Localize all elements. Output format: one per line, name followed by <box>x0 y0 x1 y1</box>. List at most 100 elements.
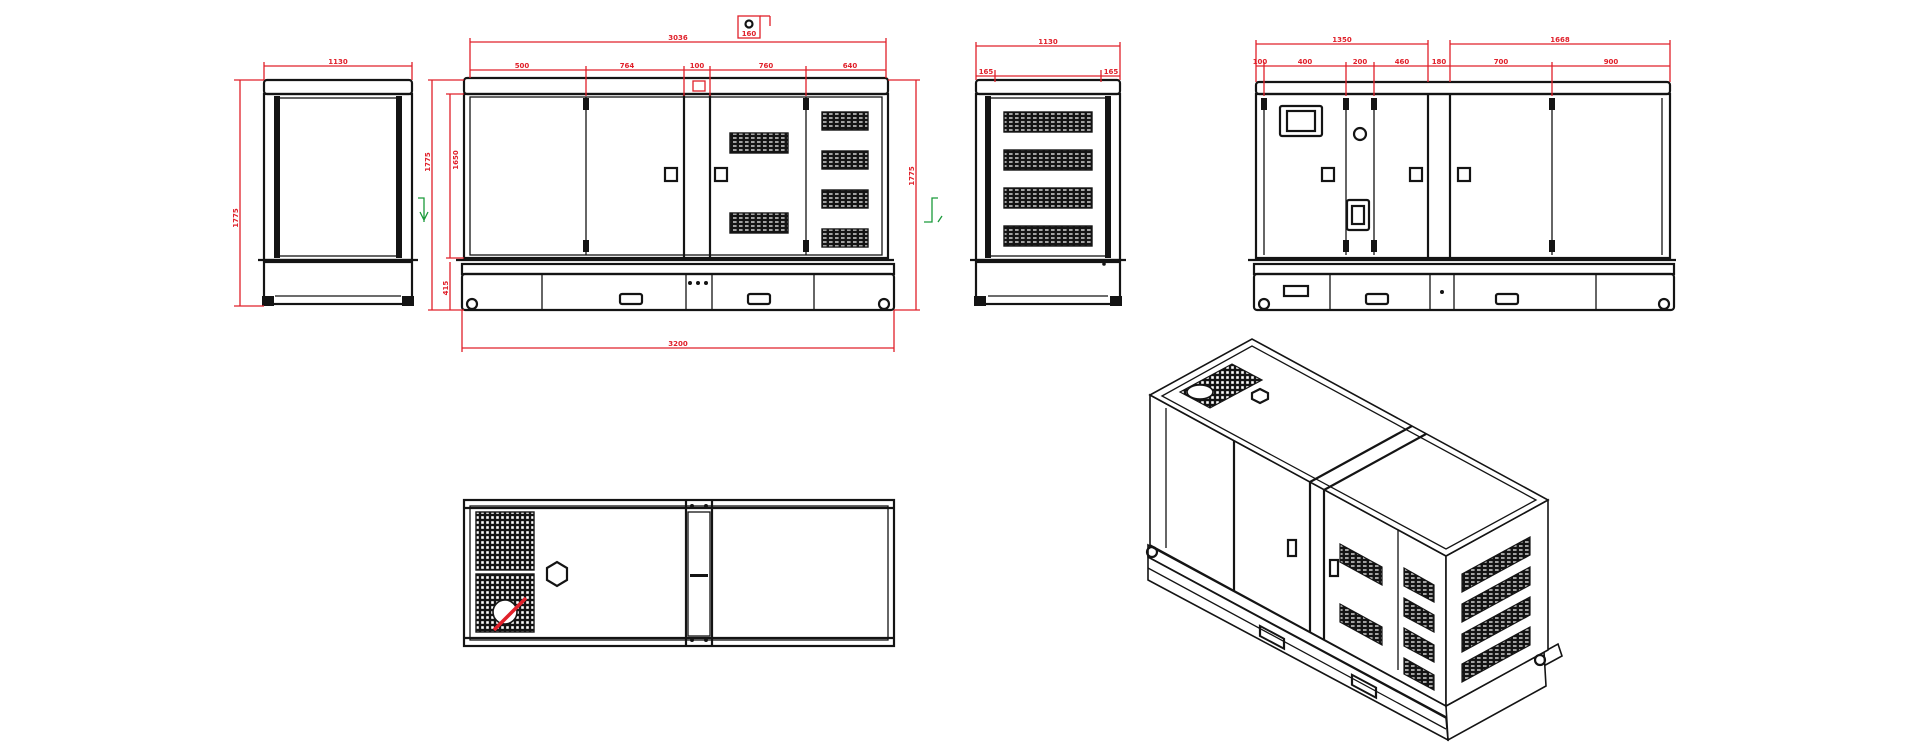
iso-exhaust-icon <box>1186 384 1214 400</box>
right-view-louver <box>1003 187 1093 209</box>
right-view-louver <box>1003 111 1093 133</box>
rear-segment-label: 400 <box>1298 58 1313 66</box>
right-side-view: 1130 165 165 <box>970 38 1126 306</box>
cable-entry-inner <box>1350 204 1366 226</box>
lifting-lug-icon <box>465 297 479 311</box>
front-louver <box>821 189 869 209</box>
exhaust-pipe <box>492 596 528 632</box>
front-door-handle-right <box>713 166 729 183</box>
front-segment-label: 500 <box>515 62 530 70</box>
hinge-icon <box>1371 98 1377 110</box>
left-view-left-post <box>274 96 280 258</box>
hinge-icon <box>803 98 809 110</box>
rear-segment-label: 460 <box>1395 58 1410 66</box>
forklift-slot <box>1494 292 1520 306</box>
left-view-width-label: 1130 <box>328 58 348 66</box>
left-view-foot-right <box>402 296 414 306</box>
rear-segment-label: 180 <box>1432 58 1447 66</box>
iso-forklift-slot <box>1258 624 1286 651</box>
iso-filler-cap-icon <box>1250 387 1270 405</box>
top-view-inner <box>469 505 889 641</box>
front-top-badge-label: 160 <box>742 30 757 38</box>
front-segment-label: 760 <box>759 62 774 70</box>
rear-door-handle <box>1456 166 1472 183</box>
iso-lifting-lug-icon <box>1533 653 1547 667</box>
right-view-right-post <box>1105 96 1111 258</box>
hinge-icon <box>583 240 589 252</box>
lifting-lug-icon <box>1657 297 1671 311</box>
rear-door-handle <box>1320 166 1336 183</box>
lifting-lug-icon <box>1257 297 1271 311</box>
iso-louver <box>1403 626 1435 663</box>
rear-view-skid <box>1252 272 1676 312</box>
right-view-left-post <box>985 96 991 258</box>
rear-view-base-top <box>1252 262 1676 276</box>
left-view-base <box>262 260 414 306</box>
bolt-icon <box>704 638 708 642</box>
left-view-right-post <box>396 96 402 258</box>
front-view-body <box>462 92 890 260</box>
left-view-foot-left <box>262 296 274 306</box>
right-view-louver <box>1003 225 1093 247</box>
left-view-roof <box>262 78 414 96</box>
iso-louver <box>1339 602 1383 647</box>
drain-icon <box>696 281 700 285</box>
forklift-slot <box>746 292 772 306</box>
hinge-icon <box>1343 240 1349 252</box>
top-view-seam-cap <box>687 511 711 637</box>
hinge-icon <box>1261 98 1267 110</box>
bolt-icon <box>1102 262 1106 266</box>
forklift-slot <box>1364 292 1390 306</box>
iso-louver <box>1339 542 1383 587</box>
iso-louver <box>1403 656 1435 691</box>
front-louver <box>821 228 869 248</box>
bolt-icon <box>690 504 694 508</box>
rear-overall-left-label: 1350 <box>1332 36 1352 44</box>
right-view-base <box>974 260 1122 306</box>
iso-door-handle <box>1286 538 1298 558</box>
top-view-outline <box>462 498 896 648</box>
bolt-icon <box>690 638 694 642</box>
front-top-marker <box>692 80 706 92</box>
front-louver <box>729 132 789 154</box>
iso-end-louver <box>1461 535 1531 594</box>
iso-roof-seam <box>1323 433 1427 491</box>
front-segment-label: 640 <box>843 62 858 70</box>
hinge-icon <box>1549 98 1555 110</box>
front-top-badge-circle <box>744 19 754 29</box>
right-view-width-label: 1130 <box>1038 38 1058 46</box>
left-view-inner-frame <box>276 97 400 257</box>
front-louver <box>821 150 869 170</box>
control-panel-screen <box>1285 109 1317 133</box>
left-view-height-label: 1775 <box>232 208 240 228</box>
iso-forklift-slot <box>1350 673 1378 700</box>
lifting-lug-icon <box>877 297 891 311</box>
front-right-height-label: 1775 <box>908 166 916 186</box>
iso-end-louver <box>1461 595 1531 654</box>
fuel-port <box>1282 284 1310 298</box>
front-height-label: 1775 <box>424 152 432 172</box>
front-top-badge-box <box>737 15 761 39</box>
front-louver <box>821 111 869 131</box>
rear-overall-right-label: 1668 <box>1550 36 1570 44</box>
right-view-louver <box>1003 149 1093 171</box>
front-view-base-top <box>460 262 896 276</box>
rear-view: 1350 1668 100 400 200 460 180 700 900 <box>1248 36 1676 312</box>
right-view-foot-right <box>1110 296 1122 306</box>
rear-view-roof <box>1254 80 1672 96</box>
rear-segment-label: 100 <box>1253 58 1268 66</box>
hinge-icon <box>1549 240 1555 252</box>
isometric-view <box>1145 338 1563 742</box>
right-view-left-margin-label: 165 <box>979 68 994 76</box>
iso-door-handle <box>1328 558 1340 578</box>
drain-icon <box>688 281 692 285</box>
iso-louver <box>1403 596 1435 633</box>
front-view: 3036 160 500 764 100 760 640 1775 1650 4… <box>418 15 943 352</box>
iso-louver <box>1403 566 1435 603</box>
front-overall-bottom-label: 3200 <box>668 340 688 348</box>
rear-segment-label: 200 <box>1353 58 1368 66</box>
forklift-slot <box>618 292 644 306</box>
front-overall-top-label: 3036 <box>668 34 688 42</box>
top-view <box>462 498 896 648</box>
